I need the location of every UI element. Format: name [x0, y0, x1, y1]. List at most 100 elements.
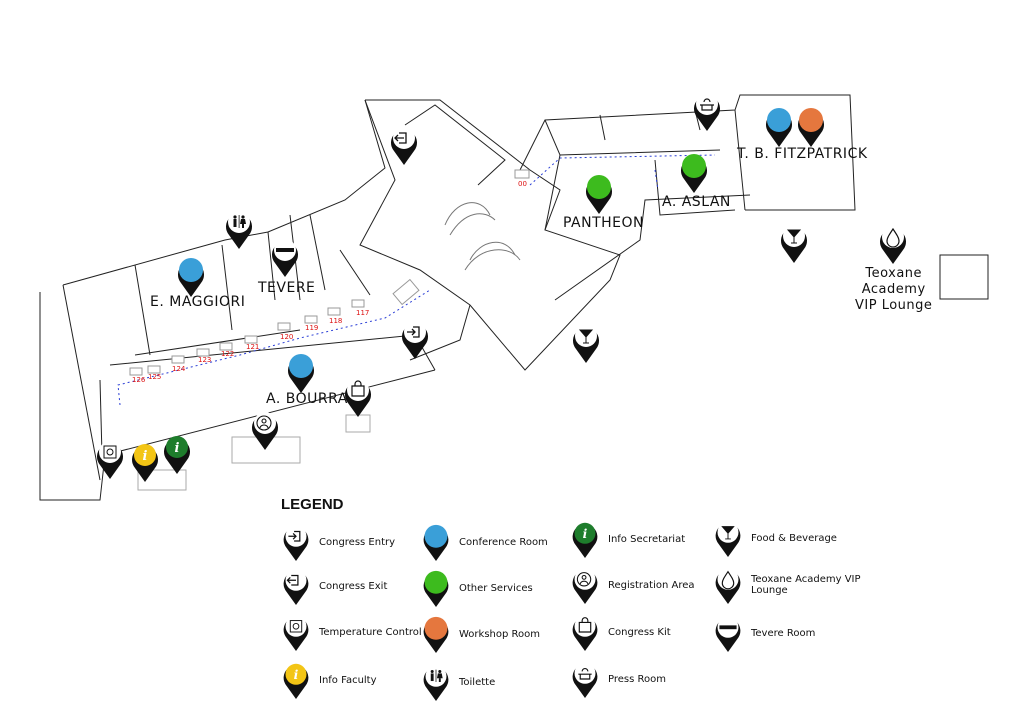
other-services-pin[interactable] — [681, 154, 707, 193]
booth-lounge — [392, 278, 420, 306]
room-label-pantheon: PANTHEON — [563, 215, 645, 231]
exit-pin[interactable] — [391, 127, 417, 165]
entry-icon — [407, 326, 420, 338]
svg-text:i: i — [583, 526, 588, 541]
legend-label: Info Secretariat — [608, 533, 686, 545]
congress-kit-pin[interactable] — [345, 379, 371, 417]
exit-icon — [283, 569, 309, 606]
booth-number: 117 — [356, 309, 369, 317]
walkway-path — [117, 154, 716, 406]
booth-number: 124 — [172, 365, 186, 373]
legend-item: Press Room — [570, 659, 718, 699]
legend-item: i Info Secretariat — [570, 519, 718, 559]
room-label-a-bourra: A. BOURRA — [266, 391, 348, 407]
info-faculty-pin[interactable]: i — [132, 444, 158, 482]
press-pin[interactable] — [694, 93, 720, 131]
booth-number: 126 — [132, 376, 146, 384]
legend-item: Teoxane Academy VIP Lounge — [713, 565, 861, 605]
temperature-control-pin[interactable] — [97, 441, 123, 479]
legend-item: Temperature Control — [281, 612, 429, 652]
room-label-e-maggiori: E. MAGGIORI — [150, 294, 246, 310]
legend-item: Toilette — [421, 662, 569, 702]
legend-label: Temperature Control — [319, 626, 422, 638]
legend-label: Congress Entry — [319, 536, 396, 548]
registration-icon — [256, 415, 272, 431]
entry-icon — [283, 525, 309, 562]
legend-item: Congress Kit — [570, 612, 718, 652]
legend-item: Conference Room — [421, 522, 569, 562]
legend-label: Press Room — [608, 673, 666, 685]
other-services-icon — [423, 570, 449, 608]
booth-number: 122 — [221, 350, 234, 358]
info-secretariat-icon: i — [572, 522, 598, 559]
drop-icon — [715, 568, 741, 605]
legend-label: Other Services — [459, 582, 533, 594]
toilet-icon — [423, 665, 449, 702]
booth-124 — [171, 355, 185, 364]
registration-pin[interactable] — [252, 412, 278, 450]
workshop-room-icon — [423, 616, 449, 654]
booth-126 — [129, 367, 143, 376]
info-secretariat-icon: i — [175, 441, 180, 456]
tevere-pin[interactable] — [272, 239, 298, 277]
toilet-pin[interactable] — [226, 211, 252, 249]
tevere-icon — [715, 616, 741, 653]
booth-118 — [327, 307, 341, 316]
booth-number: 118 — [329, 317, 342, 325]
legend-label: Teoxane Academy VIP Lounge — [751, 574, 861, 596]
legend-label: Congress Exit — [319, 580, 388, 592]
legend-item: Workshop Room — [421, 614, 569, 654]
svg-text:i: i — [294, 667, 299, 682]
press-icon — [572, 662, 598, 699]
legend-item: Food & Beverage — [713, 518, 861, 558]
legend-item: Congress Exit — [281, 566, 429, 606]
conference-room-pin[interactable] — [288, 354, 314, 393]
food-beverage-pin[interactable] — [573, 325, 599, 363]
room-label-teoxane: Teoxane Academy VIP Lounge — [855, 266, 933, 313]
booth-numbers: 00 117 118 119 120 121 122 123 124 125 1… — [132, 180, 527, 384]
booth-00 — [514, 169, 530, 179]
temperature-icon — [283, 615, 309, 652]
booth-number: 120 — [280, 333, 293, 341]
booth-117 — [351, 299, 365, 308]
legend-label: Toilette — [459, 676, 496, 688]
booth-number: 119 — [305, 324, 318, 332]
bag-icon — [572, 615, 598, 652]
booth-125 — [147, 365, 161, 374]
legend-label: Registration Area — [608, 579, 695, 591]
conference-room-pin[interactable] — [178, 258, 204, 297]
walls — [39, 94, 989, 501]
bag-icon — [351, 380, 365, 397]
drop-icon — [886, 227, 900, 248]
legend-item: Tevere Room — [713, 613, 861, 653]
exit-icon — [394, 132, 407, 144]
entry-pin[interactable] — [402, 321, 428, 359]
other-services-pin[interactable] — [586, 175, 612, 214]
legend-label: Conference Room — [459, 536, 548, 548]
cocktail-icon — [578, 329, 594, 344]
tevere-icon — [276, 248, 294, 252]
conference-room-icon — [423, 524, 449, 562]
booth-121 — [244, 335, 258, 344]
food-beverage-pin[interactable] — [781, 225, 807, 263]
conference-room-pin[interactable] — [766, 108, 792, 147]
info-secretariat-pin[interactable]: i — [164, 436, 190, 474]
legend-label: Food & Beverage — [751, 532, 837, 544]
booth-number: 121 — [246, 343, 259, 351]
legend-label: Tevere Room — [751, 627, 816, 639]
booth-120 — [277, 322, 291, 331]
booths — [129, 169, 530, 376]
temperature-icon — [103, 445, 117, 459]
room-label-tevere: TEVERE — [258, 280, 316, 296]
registration-icon — [572, 568, 598, 605]
workshop-room-pin[interactable] — [798, 108, 824, 147]
cocktail-icon — [786, 229, 802, 244]
info-faculty-icon: i — [143, 449, 148, 464]
booth-number: 125 — [148, 373, 161, 381]
room-label-tb-fitzpatrick: T. B. FITZPATRICK — [737, 146, 868, 162]
vip-lounge-pin[interactable] — [880, 226, 906, 264]
registration-desks — [137, 414, 371, 491]
booth-123 — [196, 348, 210, 357]
legend-label: Workshop Room — [459, 628, 540, 640]
